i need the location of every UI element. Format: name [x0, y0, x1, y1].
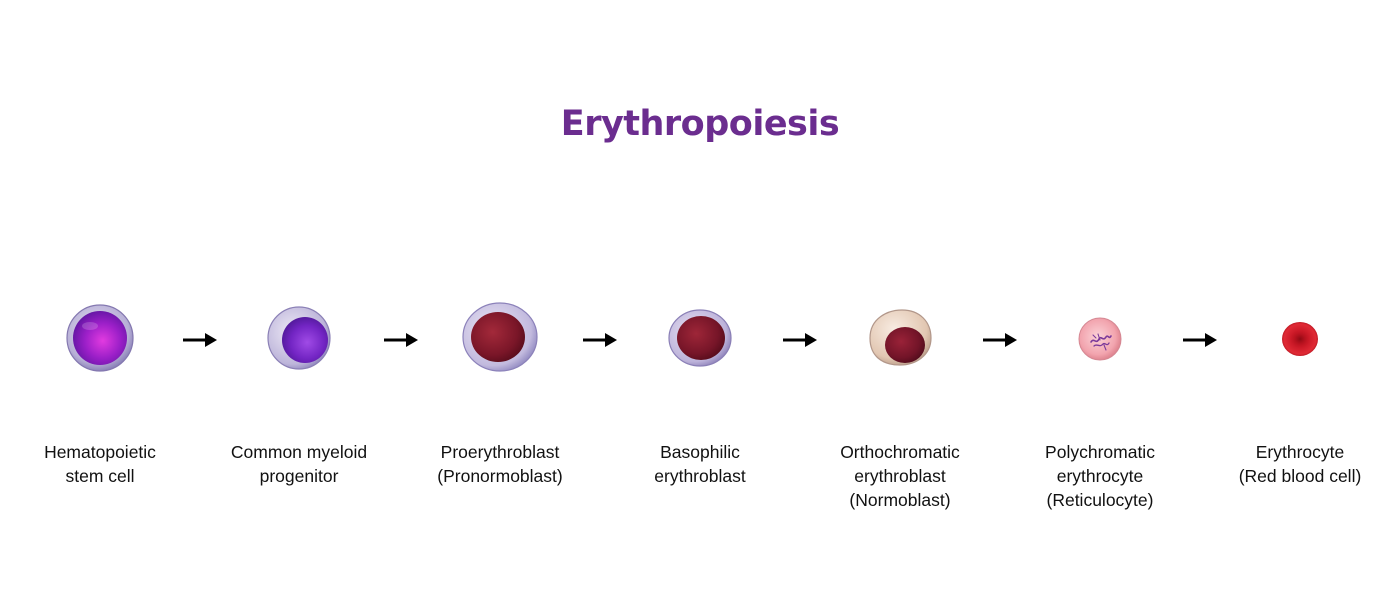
orthochromatic-erythroblast-icon [810, 290, 990, 390]
reticulocyte-icon [1010, 290, 1190, 390]
stage-proerythroblast: Proerythroblast (Pronormoblast) [410, 290, 590, 520]
common-myeloid-progenitor-icon [209, 290, 389, 390]
arrow-right-icon [1182, 330, 1218, 350]
basophilic-erythroblast-icon [610, 290, 790, 390]
stage-label: Polychromatic erythrocyte (Reticulocyte) [1045, 442, 1155, 510]
arrow-right-icon [982, 330, 1018, 350]
arrow-right-icon [182, 330, 218, 350]
proerythroblast-icon [410, 290, 590, 390]
stage-label: Common myeloid progenitor [230, 442, 368, 486]
stage-label: Erythrocyte (Red blood cell) [1238, 442, 1362, 486]
stage-label: Orthochromatic erythroblast (Normoblast) [840, 442, 960, 510]
arrow-right-icon [383, 330, 419, 350]
diagram-title: Erythropoiesis [560, 104, 840, 144]
stage-orthochromatic-erythroblast: Orthochromatic erythroblast (Normoblast) [810, 290, 990, 520]
stage-hematopoietic-stem-cell: Hematopoietic stem cell [10, 290, 190, 520]
erythrocyte-icon [1210, 290, 1390, 390]
hematopoietic-stem-cell-icon [10, 290, 190, 390]
stage-polychromatic-erythrocyte: Polychromatic erythrocyte (Reticulocyte) [1010, 290, 1190, 520]
stage-label: Hematopoietic stem cell [44, 442, 156, 486]
stage-label: Basophilic erythroblast [654, 442, 746, 486]
stage-basophilic-erythroblast: Basophilic erythroblast [610, 290, 790, 520]
arrow-right-icon [582, 330, 618, 350]
stage-erythrocyte: Erythrocyte (Red blood cell) [1210, 290, 1390, 520]
stage-common-myeloid-progenitor: Common myeloid progenitor [209, 290, 389, 520]
arrow-right-icon [782, 330, 818, 350]
stage-label: Proerythroblast (Pronormoblast) [437, 442, 563, 486]
